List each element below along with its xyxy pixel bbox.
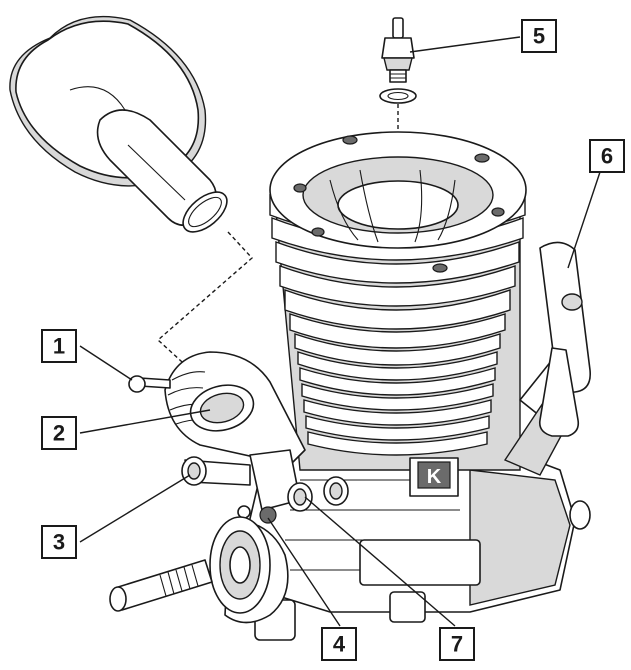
callout-label: 4 [333, 632, 346, 657]
leader-line-7 [304, 496, 456, 627]
callout-6: 6 [589, 139, 625, 173]
leader-line-3 [79, 474, 191, 543]
callout-label: 1 [53, 334, 65, 359]
callout-5: 5 [521, 19, 557, 53]
leader-line-4 [267, 517, 341, 627]
engine-logo-badge: K [409, 457, 459, 497]
air-filter [9, 15, 228, 233]
callout-4: 4 [321, 627, 357, 661]
crankshaft-assembly [109, 516, 289, 624]
leader-line-6 [567, 171, 601, 269]
leader-line-2 [79, 409, 211, 434]
leader-line-1 [79, 345, 133, 381]
glow-plug [381, 17, 415, 83]
callout-label: 7 [451, 632, 463, 657]
leader-line-5 [409, 36, 521, 53]
cylinder-head [269, 131, 527, 471]
callout-2: 2 [41, 416, 77, 450]
callout-label: 2 [53, 421, 65, 446]
throttle-arm [503, 241, 592, 476]
engine-logo-text: K [427, 466, 442, 488]
callout-1: 1 [41, 329, 77, 363]
callout-7: 7 [439, 627, 475, 661]
carburetor [128, 351, 349, 524]
callout-label: 3 [53, 530, 65, 555]
callout-label: 6 [601, 144, 613, 169]
callout-3: 3 [41, 525, 77, 559]
callout-label: 5 [533, 24, 545, 49]
glow-plug-washer [379, 88, 417, 104]
